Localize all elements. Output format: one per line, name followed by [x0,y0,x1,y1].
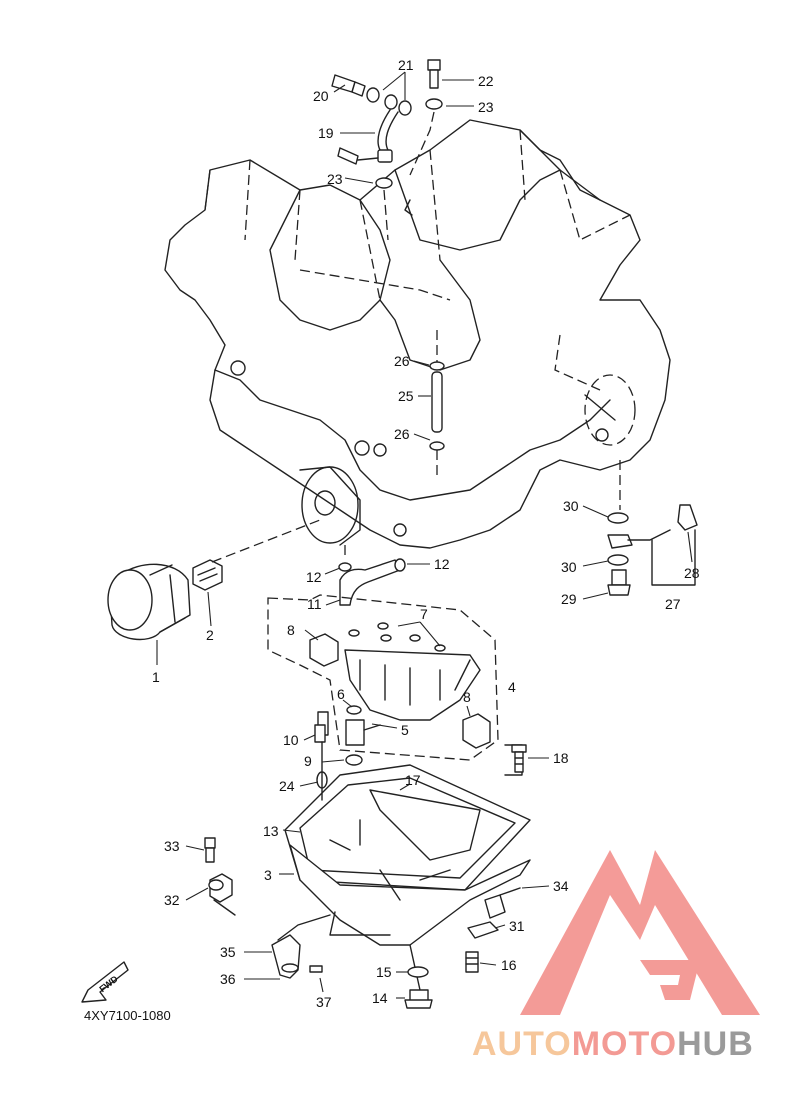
callout-29: 29 [561,591,577,607]
watermark-auto: AUTO [472,1025,572,1063]
callout-15: 15 [376,964,392,980]
callout-25: 25 [398,388,414,404]
callout-32: 32 [164,892,180,908]
top-parts [331,59,443,241]
callout-31: 31 [509,918,525,934]
oil-filter [107,519,321,641]
watermark-logo [520,850,760,1015]
callout-30a: 30 [563,498,579,514]
watermark-moto: MOTO [572,1025,677,1063]
callout-26b: 26 [394,426,410,442]
fwd-arrow-icon: FWD [81,961,129,1003]
callout-13: 13 [263,823,279,839]
callout-23a: 23 [478,99,494,115]
callout-12b: 12 [434,556,450,572]
oil-line [607,460,698,596]
callout-10: 10 [283,732,299,748]
callout-37: 37 [316,994,332,1010]
oil-pipe [429,330,445,480]
engine-block [164,119,671,549]
oil-hose [338,545,406,606]
watermark-text: AUTOMOTOHUB [472,1025,754,1063]
callout-16: 16 [501,957,517,973]
callout-33: 33 [164,838,180,854]
strainer-assembly [267,594,523,776]
bracket-parts [467,887,521,939]
callouts: 1 2 3 4 5 6 7 8 8 9 10 11 12 12 13 14 15… [152,57,700,1010]
callout-17: 17 [405,772,421,788]
callout-8a: 8 [287,622,295,638]
callout-3: 3 [264,867,272,883]
leader-lines [156,71,693,999]
bolts [314,724,527,801]
callout-19: 19 [318,125,334,141]
callout-14: 14 [372,990,388,1006]
callout-12a: 12 [306,569,322,585]
callout-4: 4 [508,679,516,695]
callout-23b: 23 [327,171,343,187]
callout-26a: 26 [394,353,410,369]
callout-5: 5 [401,722,409,738]
callout-27: 27 [665,596,681,612]
callout-28: 28 [684,565,700,581]
callout-24: 24 [279,778,295,794]
callout-11: 11 [307,596,322,612]
callout-21: 21 [398,57,414,73]
lower-left-parts [204,837,331,979]
callout-1: 1 [152,669,160,685]
diagram-code: 4XY7100-1080 [84,1008,171,1023]
callout-9: 9 [304,753,312,769]
callout-7: 7 [420,606,428,622]
watermark-hub: HUB [677,1025,754,1063]
callout-22: 22 [478,73,494,89]
callout-36: 36 [220,971,236,987]
callout-8b: 8 [463,689,471,705]
callout-18: 18 [553,750,569,766]
callout-35: 35 [220,944,236,960]
callout-2: 2 [206,627,214,643]
drain-parts [404,951,479,1009]
callout-20: 20 [313,88,329,104]
callout-34: 34 [553,878,569,894]
callout-30b: 30 [561,559,577,575]
callout-6: 6 [337,686,345,702]
